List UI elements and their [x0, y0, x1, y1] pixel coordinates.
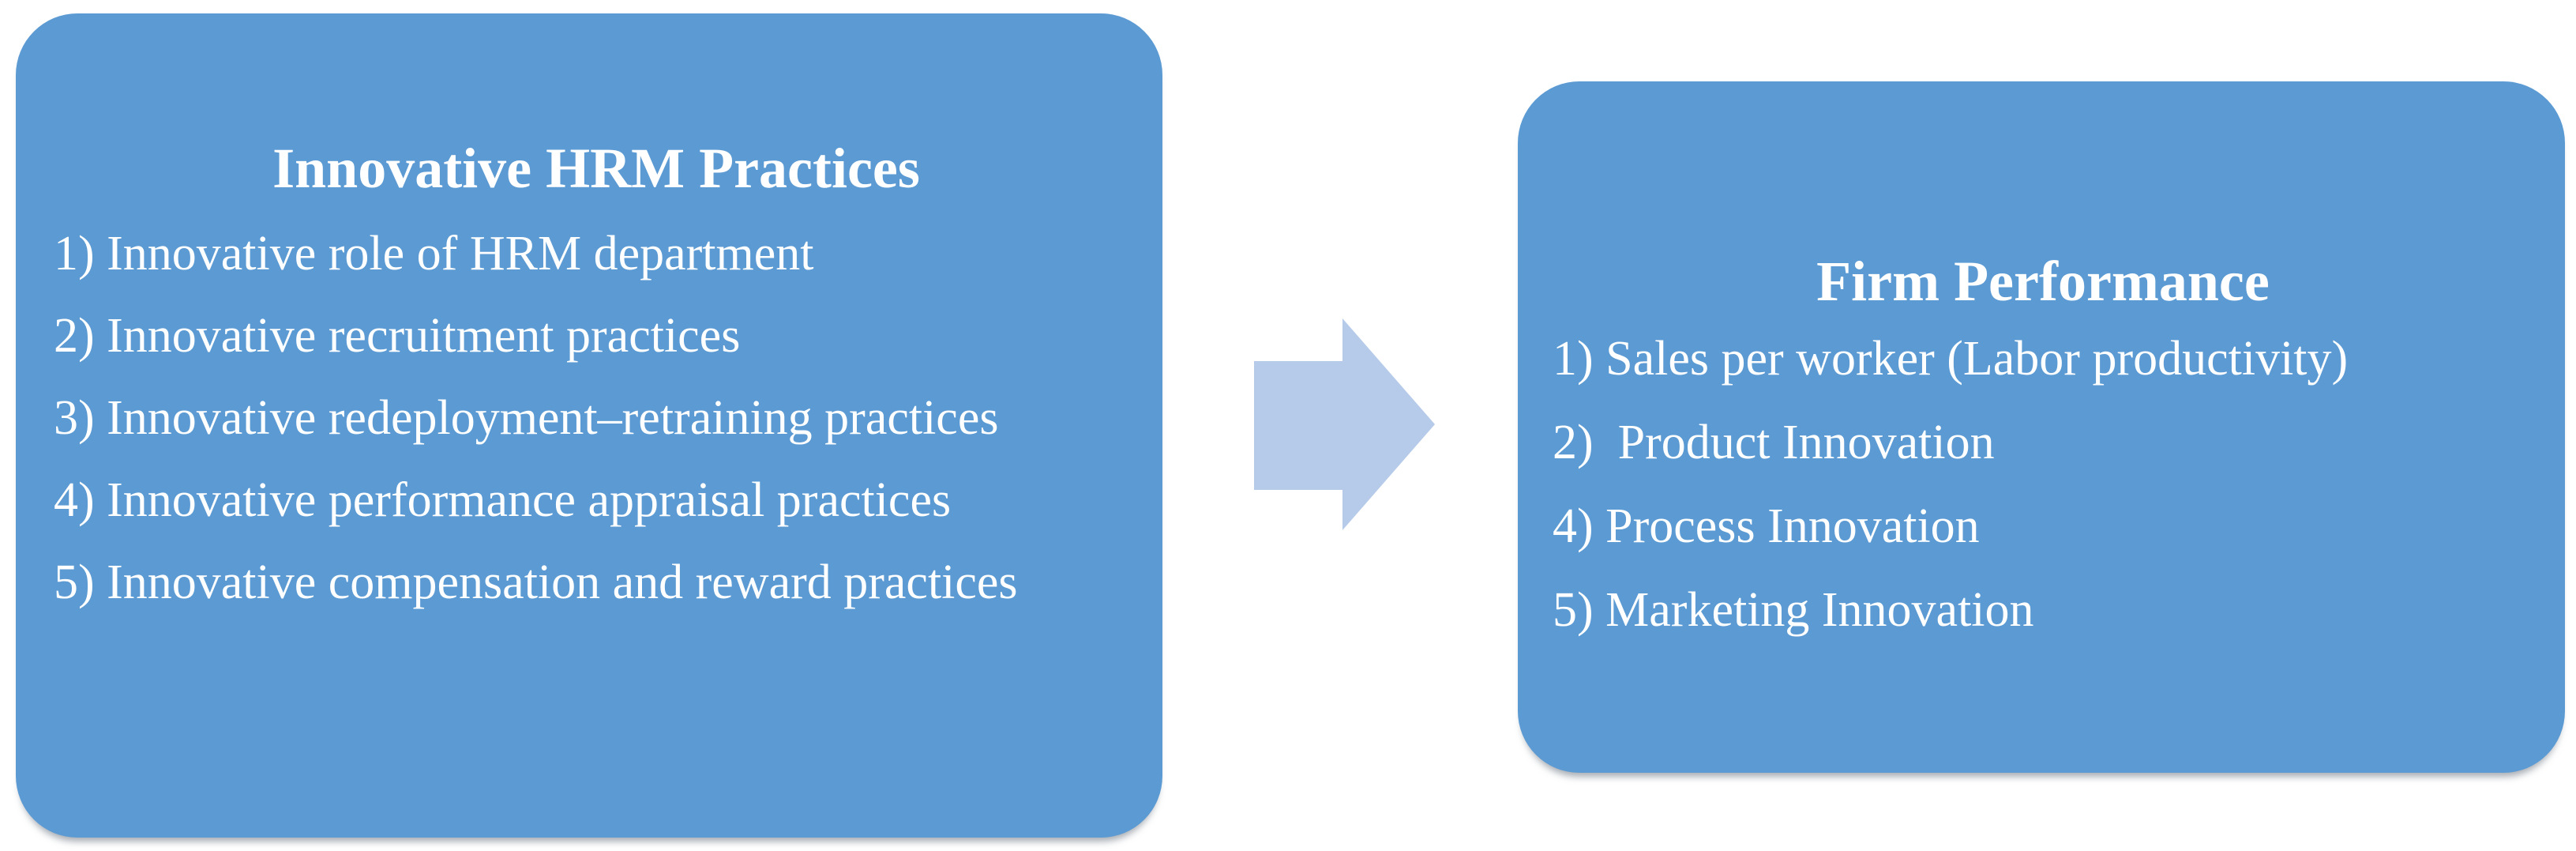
list-item: 2) Product Innovation: [1553, 416, 1995, 469]
right-arrow-shape: [1254, 318, 1435, 530]
list-item: 5) Marketing Innovation: [1553, 583, 2034, 637]
list-item: 4) Process Innovation: [1553, 499, 1980, 553]
right-arrow-icon: [1254, 318, 1435, 530]
list-item: 5) Innovative compensation and reward pr…: [54, 555, 1018, 609]
list-item: 1) Sales per worker (Labor productivity): [1553, 332, 2349, 386]
list-item: 3) Innovative redeployment–retraining pr…: [54, 391, 999, 445]
hrm-practices-title: Innovative HRM Practices: [272, 137, 920, 200]
hrm-practices-box: Innovative HRM Practices 1) Innovative r…: [16, 13, 1162, 838]
firm-performance-box: Firm Performance 1) Sales per worker (La…: [1518, 81, 2565, 773]
list-item: 4) Innovative performance appraisal prac…: [54, 473, 952, 527]
firm-performance-title: Firm Performance: [1816, 250, 2270, 313]
list-item: 1) Innovative role of HRM department: [54, 227, 814, 281]
list-item: 2) Innovative recruitment practices: [54, 309, 741, 363]
